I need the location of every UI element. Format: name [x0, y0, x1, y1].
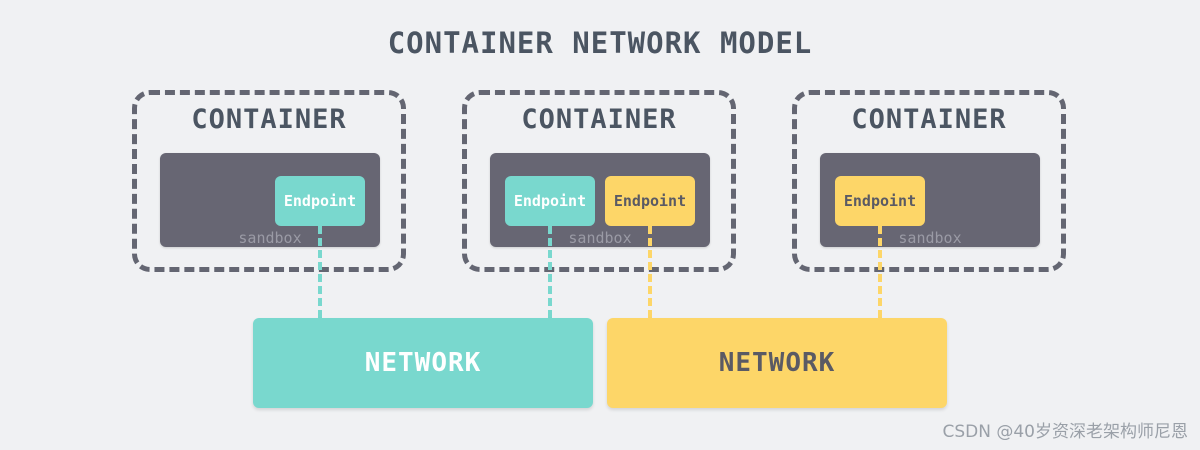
link-endpoint-3-network-2: [878, 226, 882, 318]
link-endpoint-1-network-1: [318, 226, 322, 318]
network-yellow: NETWORK: [607, 318, 947, 408]
sandbox-label-2: sandbox: [568, 229, 632, 247]
network-teal: NETWORK: [253, 318, 593, 408]
link-endpoint-2-network-2: [648, 226, 652, 318]
endpoint-3-yellow: Endpoint: [835, 176, 925, 226]
container-label-3: CONTAINER: [851, 104, 1007, 135]
endpoint-1-teal: Endpoint: [275, 176, 365, 226]
diagram-title: CONTAINER NETWORK MODEL: [387, 26, 813, 60]
sandbox-label-1: sandbox: [238, 229, 302, 247]
container-label-2: CONTAINER: [521, 104, 677, 135]
endpoint-2-yellow: Endpoint: [605, 176, 695, 226]
link-endpoint-2-network-1: [548, 226, 552, 318]
container-box-2: [462, 90, 736, 272]
container-label-1: CONTAINER: [191, 104, 347, 135]
container-box-3: [792, 90, 1066, 272]
sandbox-label-3: sandbox: [898, 229, 962, 247]
endpoint-2-teal: Endpoint: [505, 176, 595, 226]
watermark: CSDN @40岁资深老架构师尼恩: [942, 422, 1188, 442]
container-box-1: [132, 90, 406, 272]
